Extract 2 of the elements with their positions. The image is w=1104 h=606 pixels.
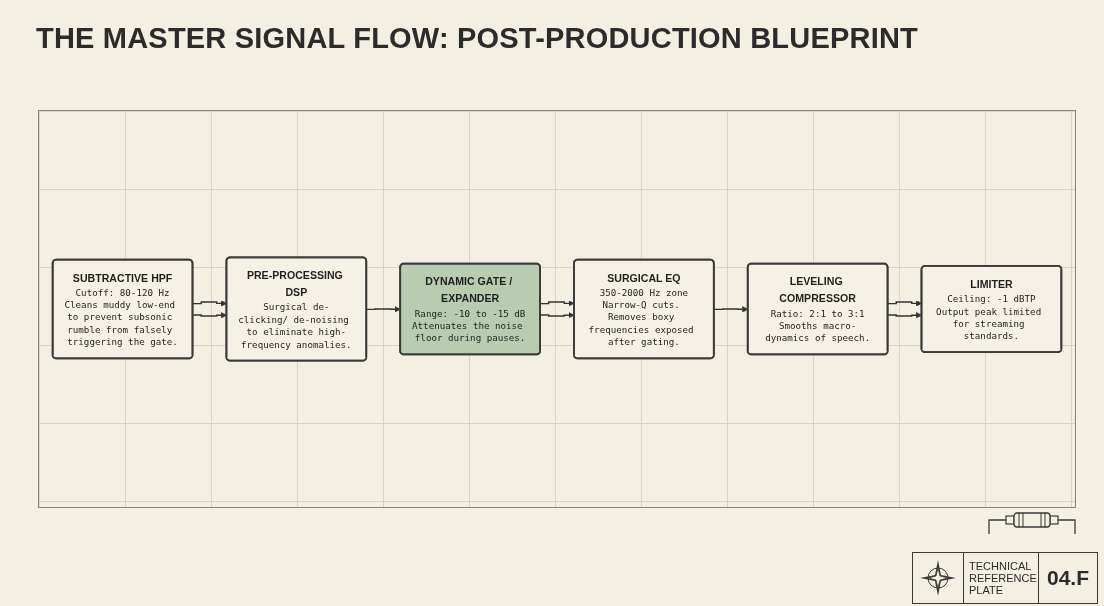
- diagram-title: THE MASTER SIGNAL FLOW: POST-PRODUCTION BLUEPRINT: [36, 22, 918, 55]
- plate-number: 04.F: [1047, 566, 1089, 590]
